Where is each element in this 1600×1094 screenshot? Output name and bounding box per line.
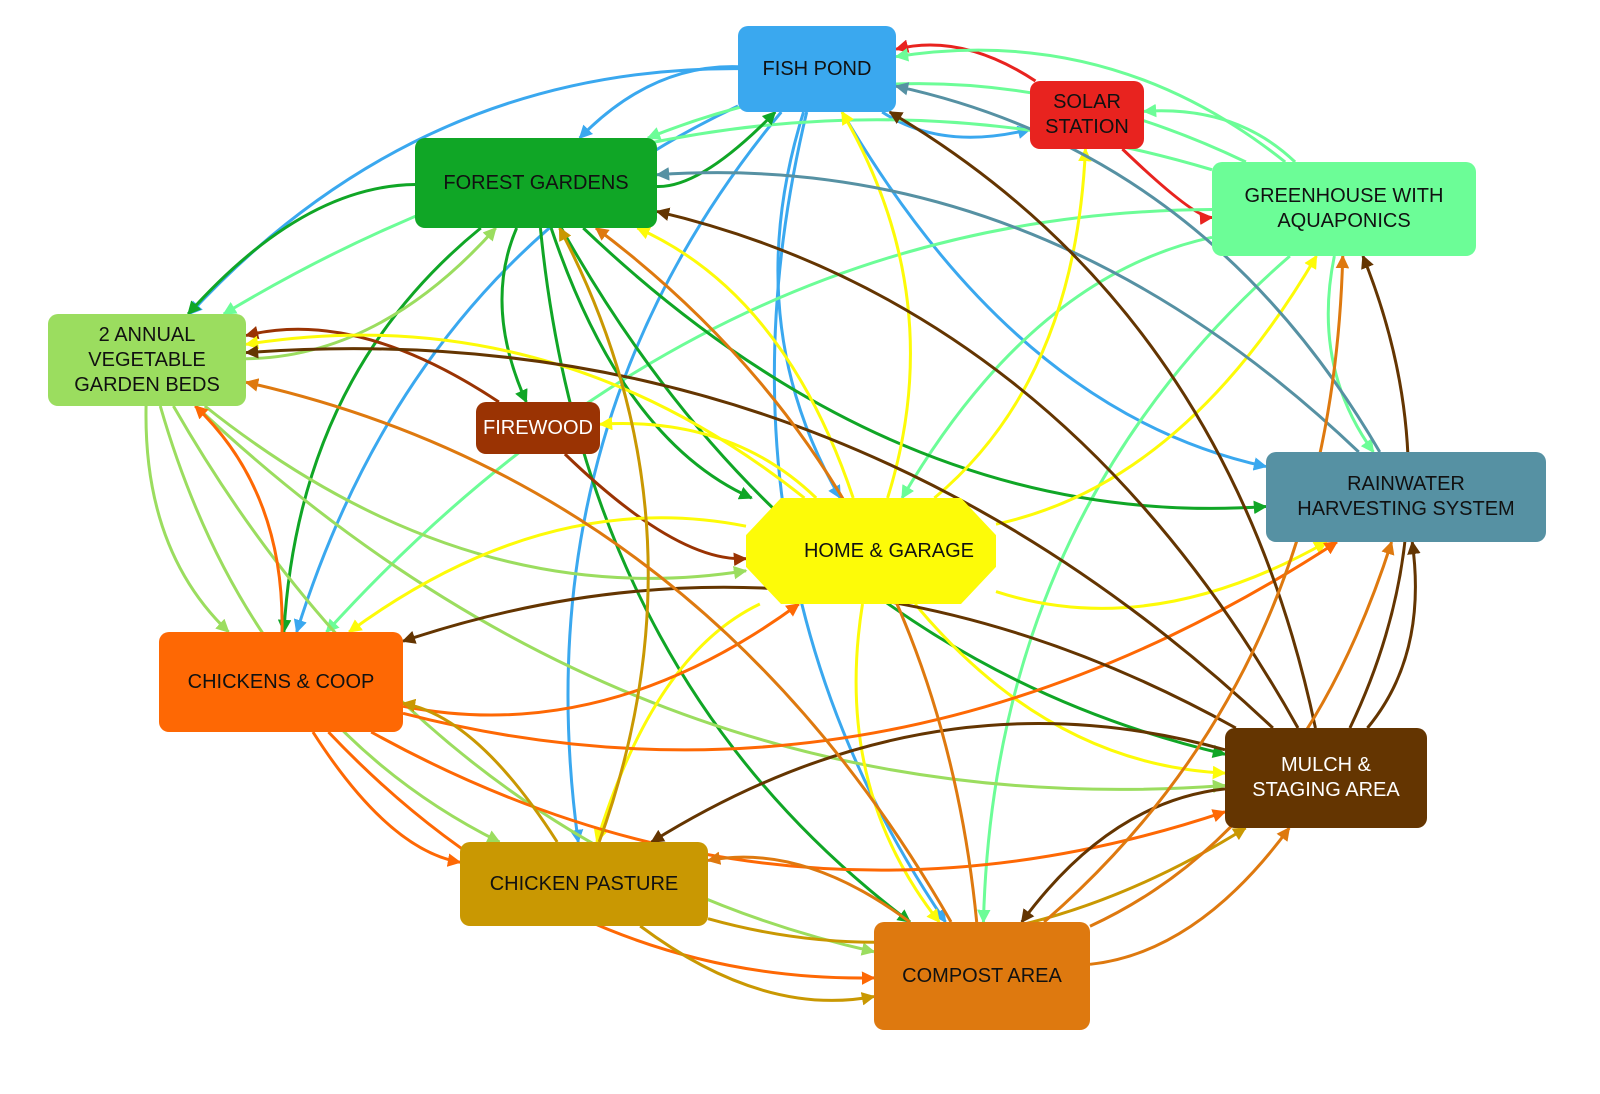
edge-mulch-to-chicken-pasture: [650, 722, 1226, 844]
edge-forest-gardens-to-firewood: [500, 227, 528, 404]
edge-mulch-to-fish-pond: [888, 110, 1317, 729]
edge-home-garage-to-annual-beds: [244, 333, 806, 500]
node-mulch-staging[interactable]: MULCH & STAGING AREA: [1225, 728, 1427, 828]
node-fish-pond[interactable]: FISH POND: [738, 26, 896, 112]
node-rainwater-harvesting[interactable]: RAINWATER HARVESTING SYSTEM: [1266, 452, 1546, 542]
node-annual-garden-beds-label: 2 ANNUAL VEGETABLE GARDEN BEDS: [74, 323, 220, 396]
edge-annual-beds-to-compost: [172, 405, 876, 956]
edge-firewood-to-annual-beds: [244, 326, 500, 404]
edge-chicken-pasture-to-compost: [639, 924, 876, 1006]
node-compost-area-label: COMPOST AREA: [902, 964, 1062, 987]
node-firewood-label: FIREWOOD: [483, 416, 593, 439]
edge-forest-gardens-to-mulch: [559, 227, 1227, 759]
edge-home-garage-to-greenhouse: [995, 254, 1318, 526]
node-chicken-pasture[interactable]: CHICKEN PASTURE: [460, 842, 708, 926]
node-home-garage[interactable]: HOME & GARAGE: [746, 498, 996, 604]
edge-compost-to-mulch: [1089, 826, 1291, 966]
edge-greenhouse-to-fish-pond: [894, 48, 1287, 164]
edge-forest-gardens-to-fish-pond: [656, 110, 777, 189]
edge-chicken-pasture-to-chickens-coop: [401, 698, 559, 843]
edge-chickens-coop-to-mulch: [370, 730, 1227, 872]
edge-home-garage-to-rainwater: [995, 540, 1328, 610]
edge-chickens-coop-to-chicken-pasture: [311, 731, 462, 867]
edge-greenhouse-to-chickens-coop: [325, 208, 1213, 634]
node-solar-station[interactable]: SOLAR STATION: [1030, 81, 1144, 149]
edge-home-garage-to-fish-pond: [840, 110, 912, 499]
edge-fish-pond-to-chicken-pasture: [566, 111, 783, 844]
node-mulch-staging-label: MULCH & STAGING AREA: [1252, 754, 1400, 801]
edge-fish-pond-to-forest-gardens: [578, 65, 739, 140]
edge-greenhouse-to-solar-station: [1142, 103, 1297, 164]
edge-rainwater-to-forest-gardens: [655, 167, 1360, 454]
node-rainwater-harvesting-label: RAINWATER HARVESTING SYSTEM: [1297, 473, 1515, 520]
edge-compost-to-greenhouse: [1043, 254, 1350, 924]
edge-forest-gardens-to-compost: [538, 227, 912, 924]
edge-fish-pond-to-solar-station: [881, 110, 1032, 139]
edge-mulch-to-rainwater: [1366, 540, 1421, 729]
node-solar-station-label: SOLAR STATION: [1045, 91, 1129, 138]
node-forest-gardens[interactable]: FOREST GARDENS: [415, 138, 657, 228]
node-chicken-pasture-label: CHICKEN PASTURE: [489, 872, 679, 895]
edge-mulch-to-compost: [1020, 787, 1226, 924]
edge-greenhouse-to-rainwater: [1326, 255, 1375, 454]
edge-chickens-coop-to-rainwater: [402, 540, 1339, 752]
node-fish-pond-label: FISH POND: [762, 57, 872, 80]
node-chickens-coop[interactable]: CHICKENS & COOP: [159, 632, 403, 732]
edge-greenhouse-to-home-garage: [900, 235, 1213, 500]
node-chickens-coop-label: CHICKENS & COOP: [187, 670, 375, 693]
edge-chickens-coop-to-annual-beds: [194, 404, 284, 633]
edge-fish-pond-to-home-garage: [776, 111, 842, 500]
edge-chickens-coop-to-home-garage: [402, 602, 800, 717]
edge-chicken-pasture-to-forest-gardens: [558, 226, 650, 843]
node-greenhouse-label: GREENHOUSE WITH AQUAPONICS: [1244, 185, 1444, 232]
edge-home-garage-to-compost: [854, 603, 941, 924]
edge-home-garage-to-solar-station: [933, 147, 1092, 500]
node-greenhouse[interactable]: GREENHOUSE WITH AQUAPONICS: [1212, 162, 1476, 256]
edge-forest-gardens-to-chickens-coop: [277, 226, 482, 634]
node-forest-gardens-label: FOREST GARDENS: [443, 171, 629, 194]
edge-compost-to-chicken-pasture: [706, 851, 911, 924]
edge-annual-beds-to-forest-gardens: [245, 226, 497, 361]
edge-rainwater-to-fish-pond: [894, 82, 1382, 453]
edge-greenhouse-to-forest-gardens: [646, 82, 1247, 164]
edge-forest-gardens-to-annual-beds: [186, 183, 416, 316]
node-firewood[interactable]: FIREWOOD: [476, 402, 600, 454]
edge-mulch-to-forest-gardens: [655, 207, 1300, 729]
edge-firewood-to-home-garage: [563, 452, 748, 567]
edge-home-garage-to-chickens-coop: [348, 516, 747, 634]
node-home-garage-label: HOME & GARAGE: [803, 539, 975, 562]
edge-annual-beds-to-mulch: [194, 404, 1227, 794]
edge-home-garage-to-mulch: [913, 603, 1227, 780]
edge-annual-beds-to-chickens-coop: [144, 405, 230, 634]
edge-forest-gardens-to-rainwater: [582, 226, 1268, 515]
edge-forest-gardens-to-home-garage: [549, 227, 753, 500]
edge-home-garage-to-firewood: [598, 416, 818, 500]
node-annual-garden-beds[interactable]: 2 ANNUAL VEGETABLE GARDEN BEDS: [48, 314, 246, 406]
edge-home-garage-to-chicken-pasture: [593, 602, 761, 844]
edge-home-garage-to-forest-gardens: [636, 226, 855, 499]
edge-annual-beds-to-chicken-pasture: [158, 405, 501, 844]
edge-compost-to-annual-beds: [244, 378, 953, 923]
node-compost-area[interactable]: COMPOST AREA: [874, 922, 1090, 1030]
edge-annual-beds-to-home-garage: [203, 404, 748, 580]
edge-solar-station-to-greenhouse: [1121, 147, 1214, 225]
